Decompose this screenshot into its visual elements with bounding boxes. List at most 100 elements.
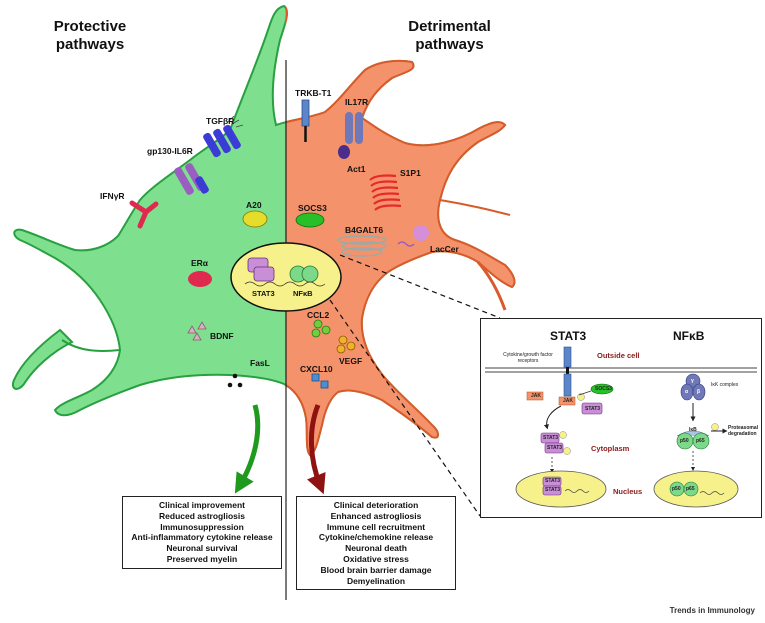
jak-to-stat3-arrow <box>543 405 562 430</box>
detrimental-heading: Detrimental pathways <box>408 18 491 53</box>
detrimental-outcome-item: Oxidative stress <box>343 553 409 564</box>
socs3-shape <box>295 212 325 228</box>
protective-outcome-item: Reduced astrogliosis <box>159 510 245 521</box>
ccl2-label: CCL2 <box>307 310 330 320</box>
inset-dna-left <box>564 489 590 493</box>
fasl-dots-icon <box>227 373 243 388</box>
era-shape <box>188 271 212 287</box>
bdnf-label: BDNF <box>210 331 234 341</box>
jak-label-left: JAK <box>531 393 542 399</box>
inset-dna-right <box>699 491 725 495</box>
zoom-line-bottom <box>329 299 481 517</box>
ifngr-receptor-icon <box>129 200 159 229</box>
zoom-line-top <box>339 254 501 319</box>
detrimental-outcome-item: Neuronal death <box>345 543 407 554</box>
inset-receptor-transmembrane <box>566 367 569 374</box>
proteasomal-label: Proteasomal degradation <box>728 425 759 437</box>
protective-outcome-item: Clinical improvement <box>159 500 245 510</box>
inset-stat3-title: STAT3 <box>550 329 587 343</box>
nucleus-nfkb-label: NFκB <box>293 289 313 298</box>
s1p1-label: S1P1 <box>400 168 421 178</box>
ikb-phosphate <box>711 423 719 431</box>
outside-cell-label: Outside cell <box>597 351 640 360</box>
stat3-phosphate-bottom <box>563 447 571 455</box>
nuclear-stat3-label-top: STAT3 <box>545 478 561 484</box>
protective-outcome-arrow <box>234 404 261 494</box>
p65-cytoplasm-shape <box>692 432 710 450</box>
stat3-dimer-label-bottom: STAT3 <box>547 445 563 451</box>
socs3-inhibition-line <box>578 390 592 396</box>
jak-label-right: JAK <box>563 398 574 404</box>
protective-outcome-item: Neuronal survival <box>166 543 238 554</box>
era-label: ERα <box>191 258 209 268</box>
stat3-phosphate-top <box>559 431 567 439</box>
tgfbr-label: TGFβR <box>206 116 235 126</box>
dna-strand <box>244 281 326 287</box>
detrimental-outcome-item: Enhanced astrogliosis <box>330 510 422 521</box>
s1p1-receptor-icon <box>369 174 402 211</box>
stat3-dimer-bottom <box>544 442 564 454</box>
detrimental-outcome-item: Cytokine/chemokine release <box>318 532 434 543</box>
fasl-label: FasL <box>250 358 270 368</box>
inset-receptor-lower <box>563 373 572 397</box>
stat3-dimer-label-top: STAT3 <box>543 435 559 441</box>
laccer-label: LacCer <box>430 244 459 254</box>
p50-nucleus-label: p50 <box>672 486 681 492</box>
b4galt6-label: B4GALT6 <box>345 225 384 235</box>
ikk-alpha-label: α <box>685 389 689 395</box>
signaling-inset-panel: STAT3 NFκB Outside cell Cytokine/growth … <box>480 318 762 518</box>
il17r-receptor-icon <box>338 112 363 159</box>
nuclear-stat3-bottom <box>542 485 562 496</box>
inset-socs3-label: SOCS3 <box>595 386 612 392</box>
gp130-il6r-receptor-icon <box>174 163 209 195</box>
protective-outcome-item: Anti-inflammatory cytokine release <box>131 532 273 543</box>
detrimental-outcome-item: Blood brain barrier damage <box>320 564 432 575</box>
detrimental-outcome-item: Demyelination <box>346 575 406 586</box>
ikk-beta-subunit <box>692 383 706 401</box>
act1-label: Act1 <box>347 164 366 174</box>
jak-box-right <box>558 396 576 406</box>
receptors-label: Cytokine/growth factor receptors <box>503 352 553 364</box>
ikk-complex-label: IκK complex <box>711 382 739 388</box>
nucleus-stat3-dimer-icon <box>247 257 275 282</box>
cxcl10-squares-icon <box>311 373 329 389</box>
il17r-label: IL17R <box>345 97 369 107</box>
detrimental-outcome-arrow <box>307 404 326 495</box>
socs3-label: SOCS3 <box>298 203 327 213</box>
p65-nucleus-shape <box>683 481 699 497</box>
vegf-label: VEGF <box>339 356 363 366</box>
nucleus-nfkb-dimer-icon <box>289 265 319 283</box>
ifngr-label: IFNγR <box>100 191 125 201</box>
inset-canvas <box>485 346 757 508</box>
protective-outcome-item: Preserved myelin <box>166 553 238 564</box>
cytoplasm-label: Cytoplasm <box>591 444 630 453</box>
inset-nfkb-title: NFκB <box>673 329 705 343</box>
b4galt6-golgi-icon <box>337 235 387 257</box>
bdnf-triangles-icon <box>187 321 207 341</box>
cxcl10-label: CXCL10 <box>300 364 333 374</box>
a20-shape <box>242 210 268 228</box>
jak-box-left <box>526 391 544 401</box>
stat3-monomer-shape <box>581 402 603 415</box>
p65-cytoplasm-label: p65 <box>696 438 705 444</box>
nucleus-stat3-label: STAT3 <box>252 289 275 298</box>
tgfbr-receptor-icon <box>203 115 244 158</box>
protective-outcome-item: Immunosuppression <box>160 521 244 532</box>
laccer-icon <box>397 225 429 247</box>
ikb-label: IκB <box>689 427 697 433</box>
nucleus-label: Nucleus <box>613 487 643 496</box>
vegf-circles-icon <box>336 335 356 354</box>
nuclear-stat3-label-bottom: STAT3 <box>545 487 561 493</box>
ccl2-circles-icon <box>311 319 331 338</box>
trkb-t1-label: TRKB-T1 <box>295 88 332 98</box>
detrimental-outcome-item: Clinical deterioration <box>333 500 419 510</box>
gp130-il6r-label: gp130-IL6R <box>147 146 193 156</box>
ikk-gamma-label: γ <box>691 378 694 384</box>
nucleus-shape <box>230 242 342 312</box>
protective-heading: Protective pathways <box>53 18 127 53</box>
stat3-monomer-label: STAT3 <box>585 406 601 412</box>
